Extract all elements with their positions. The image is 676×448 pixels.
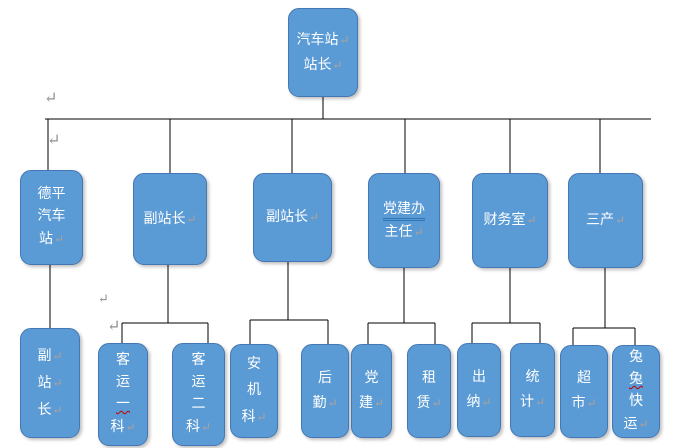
org-node-safety-machinery-dept[interactable]: 安 机 科↵ [230,344,278,438]
node-label-line: 党建办 [383,201,425,221]
org-node-passenger-dept-2[interactable]: 客 运 二 科↵ [172,343,225,446]
node-label-line: 后 [318,370,332,386]
paragraph-break-mark: ↵ [107,318,121,335]
node-label-line: 建 [358,395,373,411]
paragraph-break-mark: ↵ [44,90,58,107]
node-label-line: 长 [37,402,52,418]
node-label-line: 兔 [629,372,643,387]
node-label-line: 运 [191,375,206,390]
node-label-line: 科 [185,420,200,435]
node-label-line: 副站长 [265,210,308,225]
node-label-line: 副站长 [143,211,186,227]
org-node-finance-office[interactable]: 财务室↵ [472,173,548,268]
node-label-line: 科 [241,409,256,425]
org-node-station-master[interactable]: 汽车站↵ 站长↵ [288,8,358,97]
line-break-mark: ↵ [308,210,320,224]
node-label-line: 德平 [37,187,66,202]
node-label-line: 汽车站 [296,32,339,48]
line-break-mark: ↵ [53,232,65,246]
node-label-line: 超 [577,371,591,386]
node-label-line: 统 [525,369,540,385]
node-label-line: 站 [37,375,52,391]
org-node-deputy-head-2[interactable]: 副站长↵ [253,173,332,262]
node-label-line: 汽车 [37,209,66,224]
node-label-line: 副 [37,348,52,364]
node-label-line: 纳 [466,394,481,410]
line-break-mark: ↵ [413,224,424,239]
line-break-mark: ↵ [431,395,442,410]
org-node-party-office-director[interactable]: 党建办 主任↵ [368,173,440,268]
line-break-mark: ↵ [52,375,63,390]
node-label-line: 站 [38,232,53,247]
line-break-mark: ↵ [52,402,63,417]
line-break-mark: ↵ [327,395,338,410]
org-node-party-building[interactable]: 党 建↵ [351,344,392,438]
line-break-mark: ↵ [526,213,537,227]
line-break-mark: ↵ [534,394,546,409]
node-label-line: 计 [519,394,534,410]
node-label-line: 客 [116,353,130,368]
node-label-line: 二 [191,397,206,412]
node-label-line: 安 [247,356,261,372]
node-label-line: 出 [472,369,486,385]
node-label-line: 运 [623,417,638,432]
line-break-mark: ↵ [614,213,626,227]
org-node-passenger-dept-1[interactable]: 客 运 一 科↵ [98,343,148,446]
node-label-line: 党 [364,370,379,386]
org-node-cashier[interactable]: 出 纳↵ [457,343,501,437]
line-break-mark: ↵ [638,417,649,431]
node-label-line: 赁 [416,395,431,411]
org-node-deputy-head-1[interactable]: 副站长↵ [133,173,207,265]
org-node-tertiary-industry[interactable]: 三产↵ [568,173,643,268]
node-label-line: 运 [116,375,130,390]
paragraph-break-mark: ↵ [98,291,109,306]
line-break-mark: ↵ [586,396,597,410]
org-node-statistics[interactable]: 统 计↵ [510,343,555,437]
node-label-line: 快 [629,394,643,409]
paragraph-break-mark: ↵ [47,132,61,149]
node-label-line: 三产 [585,213,614,228]
org-node-logistics[interactable]: 后 勤↵ [301,344,349,438]
node-label-line: 站长 [303,57,332,73]
line-break-mark: ↵ [200,420,212,434]
node-label-line: 财务室 [483,213,526,228]
node-label-line: 客 [191,353,206,368]
node-label-line: 租 [422,370,436,386]
line-break-mark: ↵ [52,348,63,363]
line-break-mark: ↵ [125,420,136,434]
line-break-mark: ↵ [481,394,492,409]
node-label-line: 一 [116,397,130,412]
org-node-supermarket[interactable]: 超 市↵ [560,345,608,438]
org-node-leasing[interactable]: 租 赁↵ [407,344,451,438]
line-break-mark: ↵ [256,409,267,424]
org-node-deping-station[interactable]: 德平 汽车 站↵ [20,170,83,265]
node-label-line: 市 [571,396,586,411]
line-break-mark: ↵ [373,395,385,410]
node-label-line: 主任 [384,224,413,240]
node-label-line: 勤 [312,395,327,411]
line-break-mark: ↵ [339,32,350,47]
org-node-tutu-express[interactable]: 兔 兔 快 运↵ [612,345,660,438]
node-label-line: 机 [247,382,261,398]
line-break-mark: ↵ [186,211,197,226]
node-label-line: 科 [110,420,125,435]
line-break-mark: ↵ [332,57,343,72]
node-label-line: 兔 [629,350,643,365]
org-node-deputy-head-3[interactable]: 副↵ 站↵ 长↵ [20,328,80,438]
